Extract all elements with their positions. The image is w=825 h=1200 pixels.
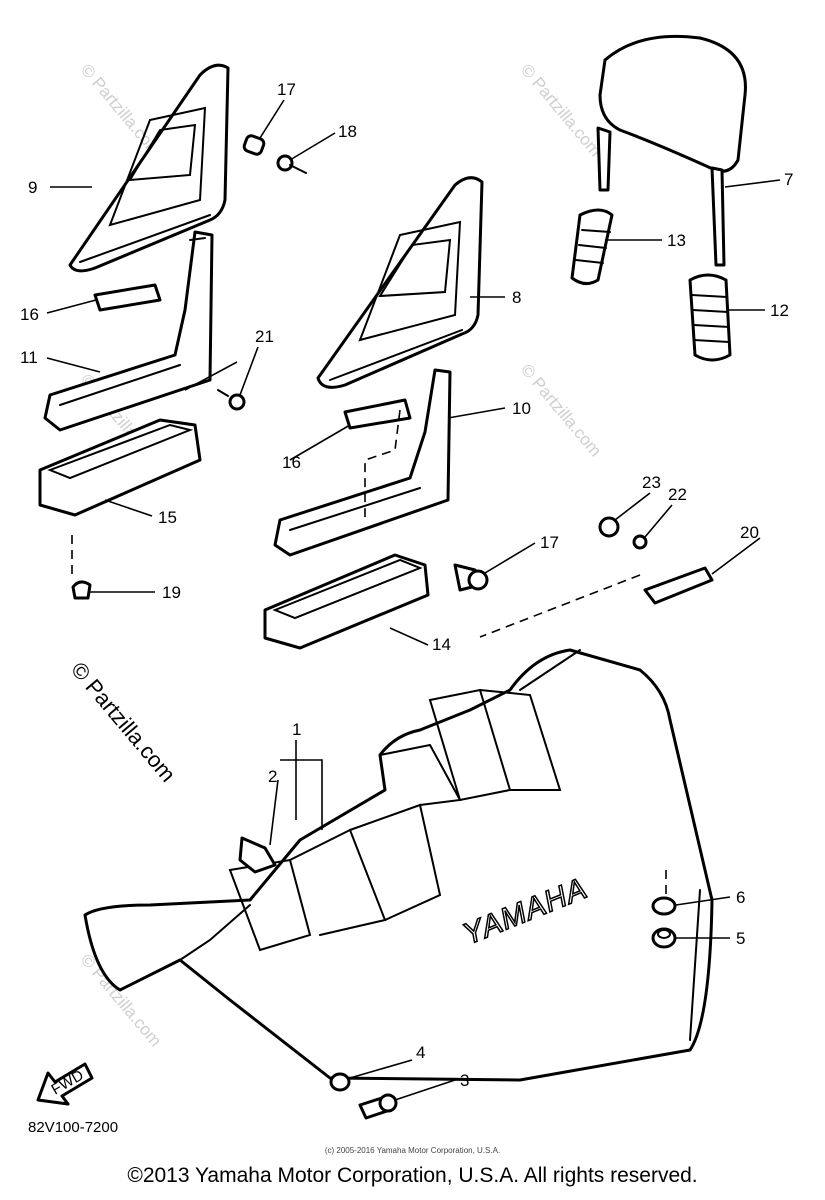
part-6-washer[interactable]: [651, 896, 677, 916]
callout-23: 22: [668, 485, 687, 504]
part-7-backrest[interactable]: [596, 34, 747, 267]
callout-11: 11: [20, 348, 38, 367]
callout-21: 21: [255, 327, 274, 346]
callout-4: 4: [416, 1043, 425, 1062]
part-15-armrest-base-left[interactable]: [38, 418, 202, 517]
part-10-bracket-right[interactable]: [273, 368, 452, 557]
part-16-spacer-left[interactable]: [93, 283, 162, 312]
callout-2: 2: [268, 767, 277, 786]
part-18-collar[interactable]: [242, 134, 266, 156]
callout-16-right: 16: [282, 453, 301, 472]
callout-5: 5: [736, 929, 745, 948]
callout-17: 17: [540, 533, 559, 552]
callout-7: 7: [784, 170, 793, 189]
part-12-boot[interactable]: [688, 273, 732, 362]
part-23-washer[interactable]: [632, 534, 648, 550]
part-21-screw[interactable]: [217, 389, 246, 411]
callout-16-left: 16: [20, 305, 39, 324]
part-13-boot[interactable]: [570, 208, 614, 285]
part-22-emblem[interactable]: [643, 566, 714, 605]
part-9-backrest-pad-left[interactable]: [68, 63, 230, 273]
part-11-bracket-left[interactable]: [43, 230, 214, 432]
part-24-nut[interactable]: [598, 516, 620, 538]
watermark-prominent: © Partzilla.com: [66, 657, 180, 787]
callout-numbers: 9 17 18 7 13 12 8 16 11 21 10 16 15 19 2…: [20, 80, 793, 1090]
callout-19: 18: [338, 122, 357, 141]
footer-copyright-small: (c) 2005-2016 Yamaha Motor Corporation, …: [324, 1146, 501, 1155]
part-17-screw[interactable]: [453, 563, 489, 592]
part-3-bolt[interactable]: [358, 1093, 398, 1120]
part-14-armrest-base-right[interactable]: [263, 553, 430, 650]
callout-18: 17: [277, 80, 296, 99]
part-1-seat-assembly[interactable]: YAMAHA: [83, 648, 714, 1082]
footer-copyright: ©2013 Yamaha Motor Corporation, U.S.A. A…: [127, 1164, 698, 1187]
diagram-code: 82V100-7200: [28, 1119, 118, 1136]
callout-12: 12: [770, 301, 789, 320]
callout-9: 9: [28, 178, 37, 197]
callout-13: 13: [667, 231, 686, 250]
callout-6: 6: [736, 888, 745, 907]
leader-lines: [46, 99, 781, 1101]
callout-22: 20: [740, 523, 759, 542]
callout-15: 15: [158, 508, 177, 527]
callout-3: 3: [460, 1071, 469, 1090]
part-4-washer[interactable]: [329, 1072, 351, 1092]
part-20-clip[interactable]: [71, 580, 92, 600]
part-5-grommet[interactable]: [651, 927, 677, 949]
part-8-backrest-pad-right[interactable]: [316, 176, 484, 389]
fwd-arrow-icon: FWD: [36, 1062, 94, 1106]
callout-20: 19: [162, 583, 181, 602]
callout-1: 1: [292, 720, 301, 739]
callout-8: 8: [512, 288, 521, 307]
watermark: © Partzilla.com: [517, 60, 605, 160]
part-16-spacer-right[interactable]: [343, 398, 412, 430]
part-2-emblem-tab[interactable]: [238, 836, 277, 874]
callout-10: 10: [512, 399, 531, 418]
part-19-screw[interactable]: [276, 154, 307, 174]
callout-14: 14: [432, 635, 451, 654]
callout-24: 23: [642, 473, 661, 492]
